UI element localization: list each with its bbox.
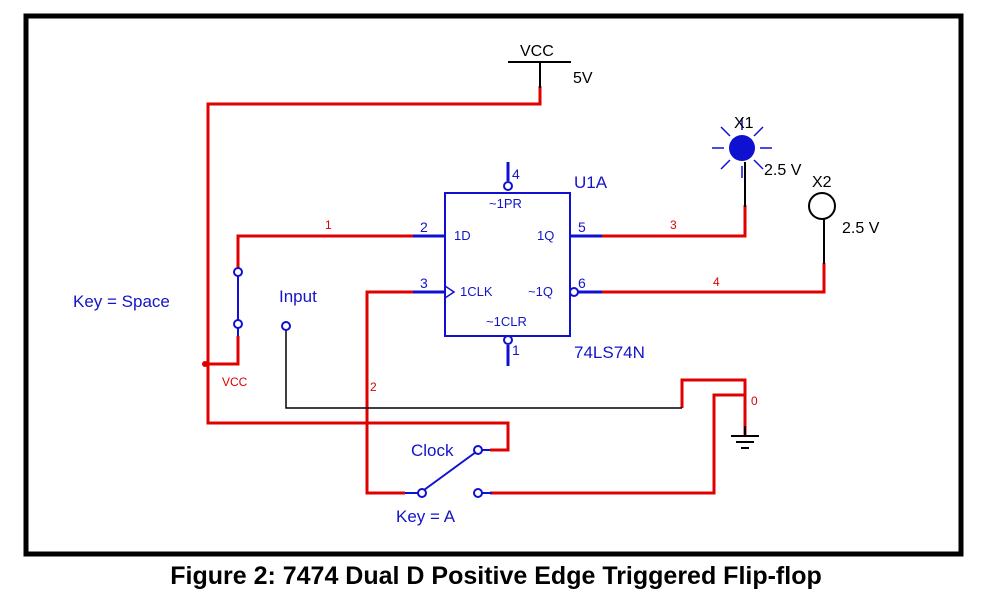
- pin-clk-name: 1CLK: [460, 284, 493, 299]
- wire-net-1: [236, 234, 415, 272]
- pin-qn-name: ~1Q: [528, 284, 553, 299]
- probe-lamp-x2: [808, 192, 836, 220]
- net-label-0: 0: [751, 394, 758, 408]
- pin-qn-num: 6: [578, 275, 586, 291]
- probe-lamp-x1: [729, 135, 755, 161]
- ground-symbol: [731, 426, 759, 449]
- x2-ref: X2: [812, 174, 832, 191]
- input-switch-netlabel: VCC: [222, 375, 248, 389]
- pin-d-name: 1D: [454, 228, 471, 243]
- clock-switch: Clock Key = A: [396, 441, 492, 526]
- wire-ground-drop: [680, 378, 747, 435]
- indicator-x1: X1 2.5 V: [712, 115, 802, 207]
- net-label-2: 2: [370, 380, 377, 394]
- pin-q-name: 1Q: [537, 228, 554, 243]
- probe-rays: [712, 118, 772, 178]
- figure-caption: Figure 2: 7474 Dual D Positive Edge Trig…: [170, 562, 822, 590]
- flipflop-chip: 1D 1CLK 1Q ~1Q ~1PR ~1CLR 2 3 5 6 4 1 U1…: [413, 162, 645, 366]
- red-wires: [206, 86, 826, 495]
- input-switch-name: Input: [279, 287, 317, 306]
- wire-input: [285, 330, 682, 409]
- wire-clock-to-ground: [490, 393, 745, 495]
- chip-part: 74LS74N: [574, 343, 645, 362]
- schematic-frame: [23, 13, 964, 557]
- pin-d-num: 2: [420, 219, 428, 235]
- vcc-label: VCC: [520, 43, 554, 60]
- junction-dot: [202, 361, 208, 367]
- wire-net-4: [600, 263, 826, 294]
- wire-net-2: [365, 290, 415, 495]
- pin-clk-num: 3: [420, 275, 428, 291]
- wire-vcc-rail: [206, 86, 542, 452]
- x1-ref: X1: [734, 115, 754, 132]
- input-switch-key: Key = Space: [73, 292, 170, 311]
- pin-pr-name: ~1PR: [489, 196, 522, 211]
- pin-q-num: 5: [578, 219, 586, 235]
- pin-clr-num: 1: [512, 342, 520, 358]
- clock-switch-key: Key = A: [396, 507, 456, 526]
- x1-voltage: 2.5 V: [764, 162, 802, 179]
- pin-clr-name: ~1CLR: [486, 314, 527, 329]
- vcc-voltage: 5V: [573, 70, 593, 87]
- vcc-symbol: VCC 5V: [508, 43, 593, 88]
- wire-switch-to-rail: [208, 336, 240, 366]
- indicator-x2: X2 2.5 V: [808, 174, 880, 264]
- net-label-3: 3: [670, 218, 677, 232]
- clock-switch-name: Clock: [411, 441, 454, 460]
- pin-pr-num: 4: [512, 166, 520, 182]
- chip-ref: U1A: [574, 173, 608, 192]
- net-label-1: 1: [325, 218, 332, 232]
- net-label-4: 4: [713, 275, 720, 289]
- input-switch: Key = Space Input VCC: [73, 267, 317, 389]
- wire-net-3: [600, 205, 747, 238]
- x2-voltage: 2.5 V: [842, 220, 880, 237]
